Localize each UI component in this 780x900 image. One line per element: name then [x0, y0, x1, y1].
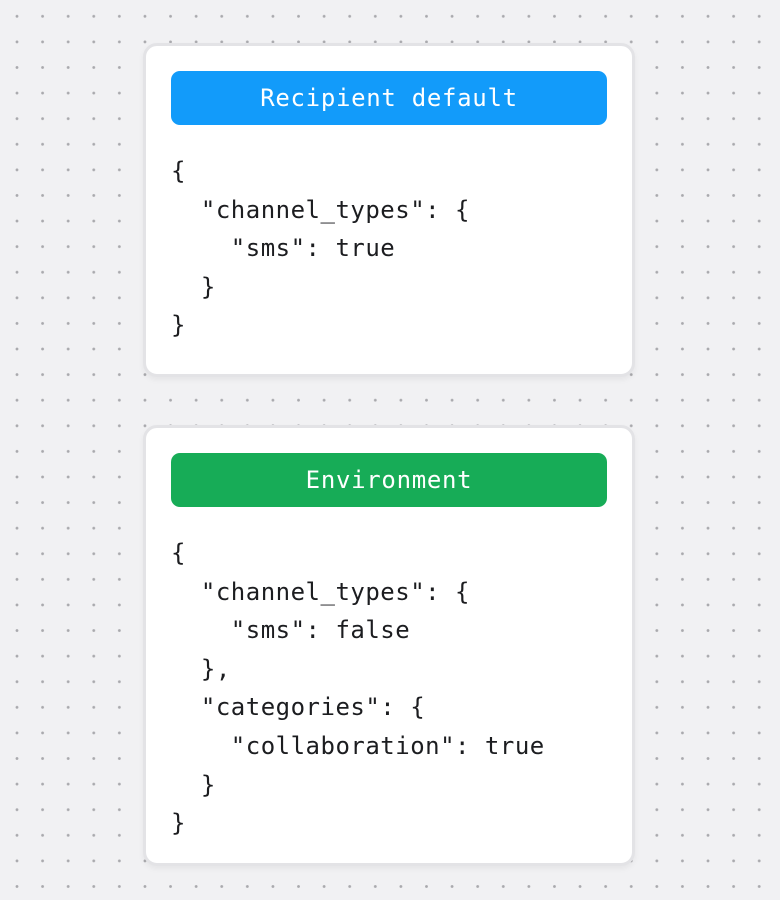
environment-json-code: { "channel_types": { "sms": false }, "ca… — [171, 539, 545, 838]
recipient-default-json-code: { "channel_types": { "sms": true } } — [171, 157, 470, 340]
recipient-default-badge: Recipient default — [171, 71, 607, 125]
environment-card: Environment { "channel_types": { "sms": … — [143, 425, 635, 866]
recipient-default-card: Recipient default { "channel_types": { "… — [143, 43, 635, 377]
environment-badge: Environment — [171, 453, 607, 507]
